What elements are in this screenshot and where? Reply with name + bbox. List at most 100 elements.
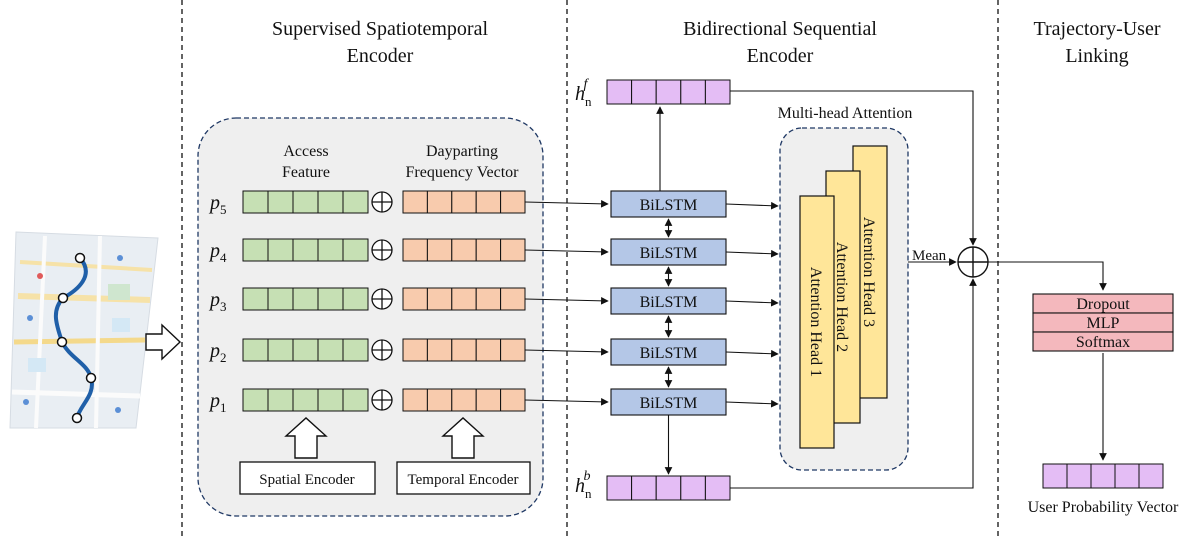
hidden-backward-vector-cell <box>680 475 706 501</box>
hidden-backward-label: hnb <box>575 469 592 501</box>
bilstm-to-attention-arrow <box>725 399 779 408</box>
classifier-layer-label: Softmax <box>1076 334 1130 351</box>
dayparting-vector-4-cell <box>500 238 526 262</box>
bilstm-box-3 <box>610 287 727 315</box>
access-feature-vector-3 <box>242 287 369 311</box>
user-probability-vector-cell <box>1042 463 1068 489</box>
bilstm-box-5 <box>610 190 727 218</box>
dayparting-vector-3 <box>402 287 526 311</box>
hidden-backward-vector-cell <box>631 475 657 501</box>
dayparting-vector-1-cell <box>426 388 453 412</box>
hidden-forward-vector <box>606 79 731 105</box>
hidden-forward-vector-cell <box>704 79 731 105</box>
access-feature-vector-2-cell <box>292 338 319 362</box>
access-feature-vector-2 <box>242 338 369 362</box>
bilstm-box-4 <box>610 238 727 266</box>
dayparting-vector-5-cell <box>475 190 502 214</box>
dayparting-vector-5-cell <box>426 190 453 214</box>
dayparting-vector-4-cell <box>426 238 453 262</box>
hidden-backward-vector-cell <box>606 475 633 501</box>
dayparting-label-line1: Dayparting <box>426 143 498 160</box>
spatial-up-arrow-icon <box>284 417 328 459</box>
user-probability-vector-cell <box>1066 463 1092 489</box>
bilstm-label: BiLSTM <box>640 294 698 311</box>
dayparting-vector-3-cell <box>402 287 428 311</box>
spatial-encoder-box <box>239 461 376 495</box>
access-feature-vector-2-cell <box>267 338 294 362</box>
dayparting-vector-2-cell <box>500 338 526 362</box>
backward-to-combine-arrow <box>730 278 977 489</box>
forward-to-combine-arrow <box>730 90 977 246</box>
bilstm-label: BiLSTM <box>640 345 698 362</box>
concat-plus-icon <box>371 389 393 411</box>
dayparting-vector-1-cell <box>500 388 526 412</box>
encoder-panel <box>197 117 544 517</box>
dayparting-vector-1-cell <box>475 388 502 412</box>
dayparting-vector-4-cell <box>451 238 477 262</box>
temporal-encoder-box <box>396 461 531 495</box>
dayparting-vector-4 <box>402 238 526 262</box>
dayparting-vector-1-cell <box>402 388 428 412</box>
access-feature-vector-4-cell <box>267 238 294 262</box>
combine-to-classifier-arrow <box>988 261 1107 291</box>
user-probability-label: User Probability Vector <box>1028 499 1179 516</box>
user-probability-vector <box>1042 463 1164 489</box>
input-arrow-icon <box>145 323 182 361</box>
hidden-backward-vector-cell <box>655 475 682 501</box>
user-probability-vector-cell <box>1090 463 1116 489</box>
dayparting-label-line2: Frequency Vector <box>406 164 520 181</box>
bilstm-box-2 <box>610 338 727 366</box>
temporal-up-arrow-icon <box>441 417 485 459</box>
hidden-backward-vector-cell <box>704 475 731 501</box>
bilstm-label: BiLSTM <box>640 245 698 262</box>
access-feature-vector-3-cell <box>342 287 369 311</box>
tul-heading-line1: Trajectory-User <box>1033 18 1160 40</box>
classifier-layer-label: Dropout <box>1076 296 1130 313</box>
hidden-backward-vector <box>606 475 731 501</box>
bilstm-to-attention-arrow <box>725 201 779 210</box>
access-feature-vector-1 <box>242 388 369 412</box>
access-feature-vector-3-cell <box>317 287 344 311</box>
dayparting-vector-3-cell <box>500 287 526 311</box>
access-feature-vector-3-cell <box>267 287 294 311</box>
attention-head-1 <box>799 195 835 449</box>
encoder-heading-line2: Encoder <box>347 45 414 67</box>
hidden-backward-vector <box>606 475 731 501</box>
access-feature-vector-5-cell <box>267 190 294 214</box>
access-feature-vector-2-cell <box>242 338 269 362</box>
access-feature-vector-4-cell <box>317 238 344 262</box>
access-feature-vector-2-cell <box>317 338 344 362</box>
dayparting-vector-3-cell <box>426 287 453 311</box>
dayparting-vector-5-cell <box>451 190 477 214</box>
hidden-forward-vector <box>606 79 731 105</box>
dayparting-vector-1 <box>402 388 526 412</box>
spatial-encoder-label: Spatial Encoder <box>259 472 354 488</box>
concat-plus-icon <box>371 239 393 261</box>
access-feature-vector-5-cell <box>292 190 319 214</box>
dayparting-vector-1-cell <box>451 388 477 412</box>
access-feature-vector-5 <box>242 190 369 214</box>
access-feature-vector-2-cell <box>342 338 369 362</box>
attention-head-1-label: Attention Head 1 <box>807 267 824 377</box>
sequential-heading-line1: Bidirectional Sequential <box>683 18 877 40</box>
access-feature-vector-1-cell <box>267 388 294 412</box>
attention-head-3-label: Attention Head 3 <box>860 217 877 327</box>
concat-plus-icon <box>371 191 393 213</box>
trajectory-map-icon <box>9 231 159 429</box>
feature-to-bilstm-arrow <box>524 296 609 305</box>
access-feature-vector-5-cell <box>317 190 344 214</box>
access-feature-vector-4-cell <box>342 238 369 262</box>
mean-label: Mean <box>912 248 947 264</box>
access-feature-vector-4 <box>242 238 369 262</box>
attention-title: Multi-head Attention <box>778 105 913 122</box>
temporal-encoder-label: Temporal Encoder <box>408 472 519 488</box>
dayparting-vector-2-cell <box>426 338 453 362</box>
attention-head-2-label: Attention Head 2 <box>833 242 850 352</box>
access-feature-vector-3-cell <box>242 287 269 311</box>
bilstm-to-attention-arrow <box>725 349 779 358</box>
classifier-layer-label: MLP <box>1087 315 1120 332</box>
dayparting-vector-2-cell <box>451 338 477 362</box>
access-feature-vector-5-cell <box>242 190 269 214</box>
bilstm-label: BiLSTM <box>640 197 698 214</box>
